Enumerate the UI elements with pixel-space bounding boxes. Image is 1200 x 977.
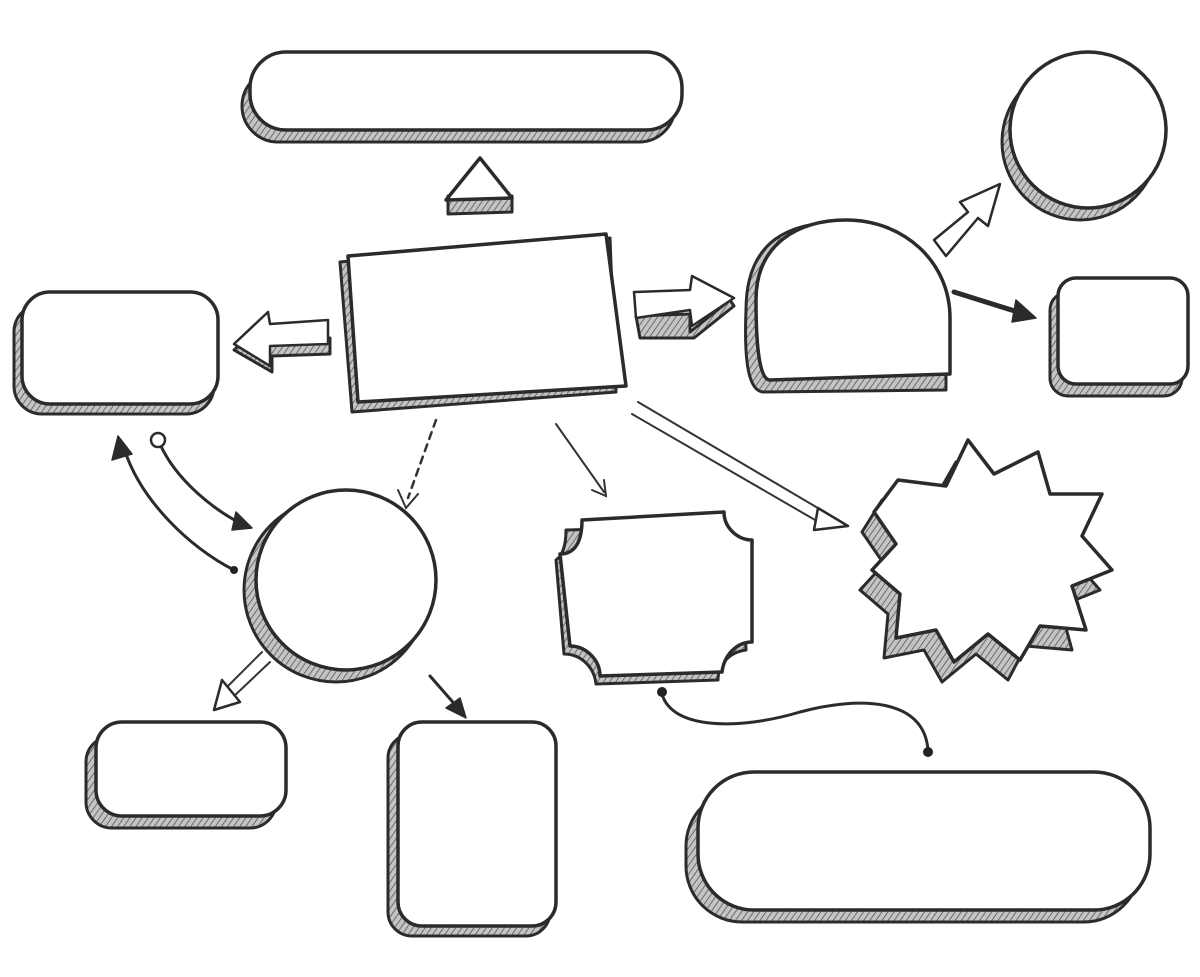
left-rounded-rectangle [12, 290, 220, 416]
right-starburst [858, 438, 1114, 684]
right-dome [744, 218, 952, 394]
block-arrow-left [232, 310, 332, 374]
curved-connector [657, 687, 933, 757]
right-rounded-square [1048, 276, 1190, 398]
dashed-arrow [397, 418, 438, 510]
double-line-arrow [631, 401, 850, 532]
central-rectangle [338, 232, 628, 414]
curved-arrow-down-right [149, 431, 253, 531]
lower-left-circle [242, 488, 438, 684]
bottom-left-small-rectangle [84, 720, 288, 830]
top-pill [240, 50, 684, 144]
bottom-middle-tall-rectangle [386, 720, 558, 938]
thin-arrow-down-right [428, 674, 467, 719]
block-arrow-right [632, 274, 736, 340]
top-small-triangle [444, 156, 514, 216]
outlined-arrow-down-left [212, 651, 271, 712]
bottom-right-pill [684, 770, 1152, 924]
thin-arrow-center-down [555, 423, 608, 498]
outlined-arrow-up-right [932, 182, 1002, 258]
curved-arrow-up-left [111, 435, 238, 574]
center-notched-frame [554, 510, 754, 686]
top-right-circle [1000, 50, 1168, 222]
bold-arrow-right [951, 289, 1037, 323]
